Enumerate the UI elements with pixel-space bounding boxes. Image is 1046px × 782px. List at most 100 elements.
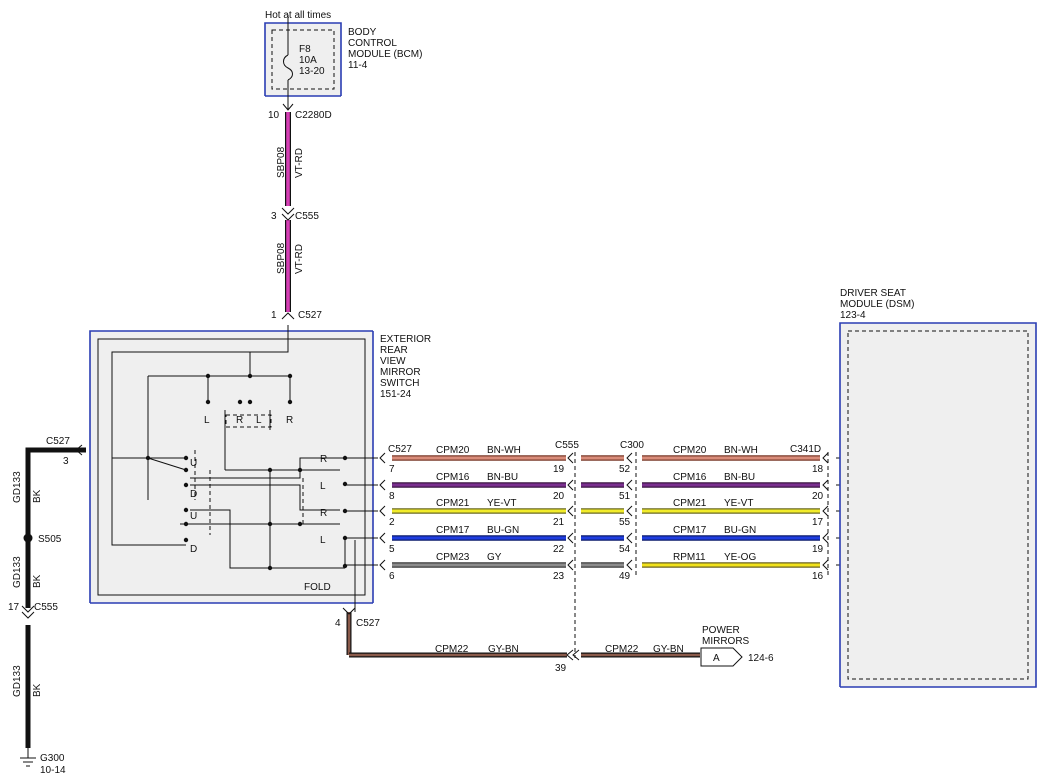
ground-circuit-2: GD133 [12,556,23,588]
fold-label: FOLD [304,582,331,593]
ground-circuit-3: GD133 [12,665,23,697]
wire-circuit-3: CPM17 [436,525,470,536]
wire-c527-arrow-2 [379,505,386,517]
wire-c300-pin-0: 52 [619,464,631,475]
output-label-l2: L [320,535,326,546]
ground-point-ref: 10-14 [40,765,66,776]
sbp08-color-2: VT-RD [294,244,305,274]
direction-label-u1: U [190,458,197,469]
selector-label-l2: L [256,415,262,426]
wire-c555-pin-0: 19 [553,464,565,475]
dsm-ref: 123-4 [840,310,866,321]
wire-color-1: BN-BU [487,472,518,483]
c555-pin: 3 [271,211,277,222]
fold-color-1: GY-BN [488,644,519,655]
bcm-title-2: CONTROL [348,38,397,49]
output-label-r1: R [320,454,327,465]
switch-title-2: REAR [380,345,408,356]
fuse-ref: 13-20 [299,66,325,77]
switch-title-3: VIEW [380,356,406,367]
wire-color-3: BU-GN [487,525,519,536]
wire-c555-arrow-0 [567,452,574,464]
wire-color2-4: YE-OG [724,552,756,563]
mirror-switch-module: EXTERIOR REAR VIEW MIRROR SWITCH 151-24 … [89,325,431,612]
fold-circuit-1: CPM22 [435,644,469,655]
wire-c555-arrow-4 [567,559,574,571]
bcm-feed-label: Hot at all times [265,10,331,21]
wire-dsm-pin-4: 16 [812,571,824,582]
ground-point-label: G300 [40,753,65,764]
wire-c555-pin-3: 22 [553,544,565,555]
wire-c555-pin-1: 20 [553,491,565,502]
wire-color2-1: BN-BU [724,472,755,483]
c527-top-pin: 1 [271,310,277,321]
wire-color2-2: YE-VT [724,498,753,509]
selector-label-l1: L [204,415,210,426]
wire-c300-pin-2: 55 [619,517,631,528]
wire-c527-pin-1: 8 [389,491,395,502]
sbp08-color-1: VT-RD [294,148,305,178]
direction-label-u2: U [190,511,197,522]
wire-c341d-arrow-0 [822,452,829,464]
wire-circuit2-0: CPM20 [673,445,707,456]
output-label-l1: L [320,481,326,492]
fold-pin: 4 [335,618,341,629]
c555-connector: C555 [295,211,319,222]
wire-c527-pin-0: 7 [389,464,395,475]
wire-c300-arrow-0 [626,452,633,464]
wire-color-2: YE-VT [487,498,516,509]
wire-c300-arrow-1 [626,479,633,491]
c527-top-connector: C527 [298,310,322,321]
wire-c527-arrow-1 [379,479,386,491]
power-mirrors-connector: A POWER MIRRORS 124-6 [700,625,774,667]
wire-c527-arrow-3 [379,532,386,544]
wire-dsm-pin-3: 19 [812,544,824,555]
bcm-title-1: BODY [348,27,377,38]
selector-label-r1: R [236,415,243,426]
dsm-title-1: DRIVER SEAT [840,288,906,299]
wire-circuit2-3: CPM17 [673,525,707,536]
ground-color-1: BK [32,489,43,503]
wire-c527-arrow-0 [379,452,386,464]
fold-color-2: GY-BN [653,644,684,655]
wire-c300-pin-1: 51 [619,491,631,502]
dsm-title-2: MODULE (DSM) [840,299,914,310]
wire-c527-pin-4: 6 [389,571,395,582]
wire-color2-3: BU-GN [724,525,756,536]
wire-c300-arrow-3 [626,532,633,544]
sbp08-circuit-2: SBP08 [276,242,287,274]
connector-c341d-label: C341D [790,444,821,455]
switch-title-1: EXTERIOR [380,334,431,345]
wire-circuit2-4: RPM11 [673,552,706,563]
ground-c555-connector: C555 [34,602,58,613]
wire-dsm-pin-2: 17 [812,517,824,528]
output-label-r2: R [320,508,327,519]
wire-dsm-pin-1: 20 [812,491,824,502]
sbp08-wire: 10 C2280D SBP08 VT-RD 3 C555 SBP08 VT-RD… [268,110,332,321]
wire-c300-arrow-4 [626,559,633,571]
selector-label-r2: R [286,415,293,426]
dsm-module: DRIVER SEAT MODULE (DSM) 123-4 [839,288,1037,688]
wire-c555-pin-4: 23 [553,571,565,582]
wire-c341d-arrow-3 [822,532,829,544]
bcm-module: Hot at all times BODY CONTROL MODULE (BC… [264,10,422,111]
wire-c300-pin-3: 54 [619,544,631,555]
ground-color-2: BK [32,574,43,588]
wire-c300-arrow-2 [626,505,633,517]
ground-color-3: BK [32,683,43,697]
wire-circuit-0: CPM20 [436,445,470,456]
connector-c527-label: C527 [388,444,412,455]
connector-c300-label: C300 [620,440,644,451]
fold-wire: 4 C527 CPM22 GY-BN 39 CPM22 GY-BN [335,607,700,674]
fold-circuit-2: CPM22 [605,644,639,655]
bcm-pin: 10 [268,110,280,121]
wire-circuit-1: CPM16 [436,472,470,483]
wire-color2-0: BN-WH [724,445,758,456]
bcm-ref: 11-4 [348,60,368,71]
wire-c555-pin-2: 21 [553,517,565,528]
switch-title-4: MIRROR [380,367,421,378]
wire-c341d-arrow-1 [822,479,829,491]
fold-connector: C527 [356,618,380,629]
